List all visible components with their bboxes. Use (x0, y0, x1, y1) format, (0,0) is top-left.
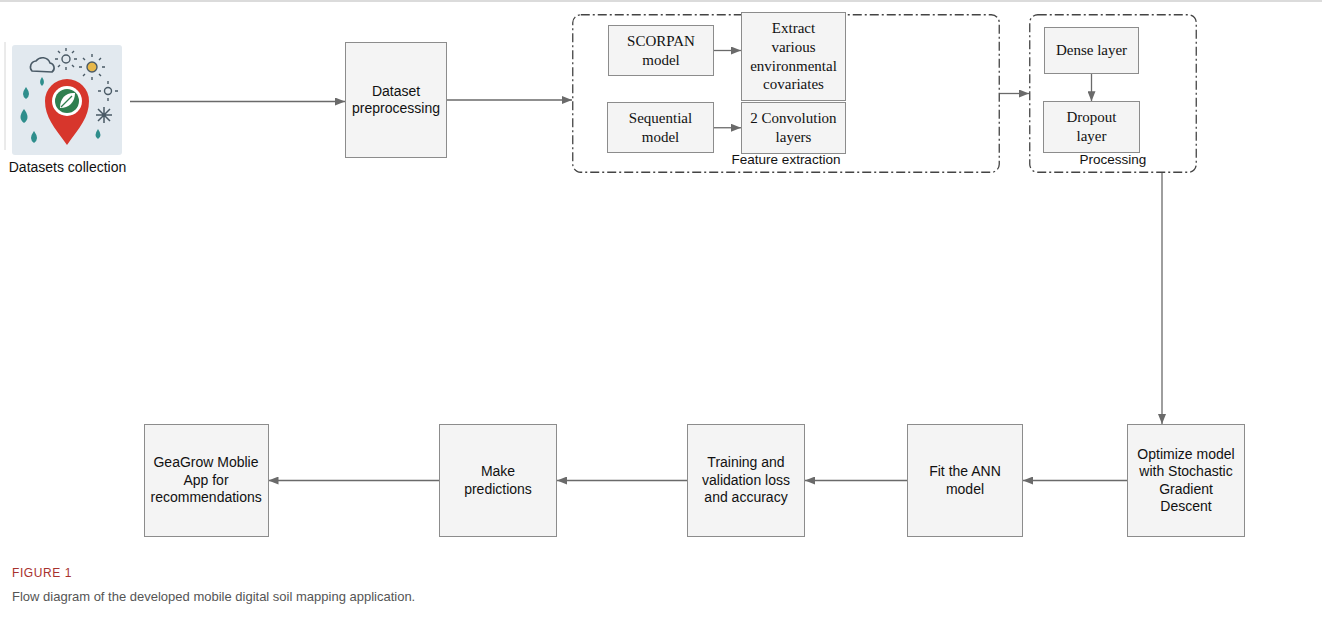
node-label: Training and validation loss and accurac… (694, 454, 798, 507)
node-label: Optimize model with Stochastic Gradient … (1134, 446, 1238, 516)
process-box: Make predictions (439, 424, 557, 537)
node-label: Sequential model (614, 109, 707, 147)
flow-arrow (714, 50, 741, 51)
figure-caption: Flow diagram of the developed mobile dig… (12, 589, 415, 604)
edge-tick (5, 42, 6, 150)
node-label: Dense layer (1056, 41, 1127, 60)
node-label: 2 Convolution layers (748, 109, 839, 147)
node-label: Fit the ANN model (914, 463, 1016, 498)
dataset-icon-node: Datasets collection (5, 45, 130, 177)
flow-arrow (130, 101, 345, 102)
process-box: Dropout layer (1043, 101, 1140, 153)
flow-arrow (447, 99, 572, 100)
process-box: 2 Convolution layers (741, 102, 846, 154)
node-label: SCORPAN model (615, 32, 707, 70)
process-box: Dense layer (1044, 27, 1139, 74)
dashed-outline-rect (1030, 15, 1197, 173)
figure-number: FIGURE 1 (12, 566, 72, 580)
node-label: Dataset preprocessing (352, 83, 440, 118)
flow-arrow (805, 480, 907, 481)
flow-arrow (1000, 93, 1029, 94)
process-box: Optimize model with Stochastic Gradient … (1127, 424, 1245, 537)
flow-arrow (269, 480, 440, 481)
group-label: Processing (1029, 152, 1197, 169)
node-label: Dropout layer (1050, 108, 1133, 146)
node-label: Make predictions (446, 463, 550, 498)
group-panel: Feature extraction SCORPAN model Extract v… (572, 14, 1000, 173)
flow-arrow (1161, 173, 1162, 424)
top-rule (0, 0, 1322, 2)
flow-arrow (1023, 480, 1127, 481)
process-box: GeaGrow Moblie App for recommendations (144, 424, 269, 537)
dataset-icon (12, 45, 122, 155)
process-box: Fit the ANN model (907, 424, 1023, 537)
process-box: Extract various environmental covariates (741, 12, 846, 101)
node-label: Extract various environmental covariates (748, 19, 839, 94)
process-box: Dataset preprocessing (345, 42, 447, 158)
group-panel: Processing Dense layerDropout layer (1029, 14, 1197, 173)
group-label: Feature extraction (572, 152, 1000, 169)
node-label: Datasets collection (5, 159, 130, 177)
process-box: Sequential model (607, 102, 714, 154)
process-box: Training and validation loss and accurac… (687, 424, 805, 537)
flow-arrow (1091, 74, 1092, 101)
node-label: GeaGrow Moblie App for recommendations (151, 454, 262, 507)
flow-arrow (557, 480, 687, 481)
flow-arrow (714, 127, 741, 128)
process-box: SCORPAN model (608, 25, 714, 77)
